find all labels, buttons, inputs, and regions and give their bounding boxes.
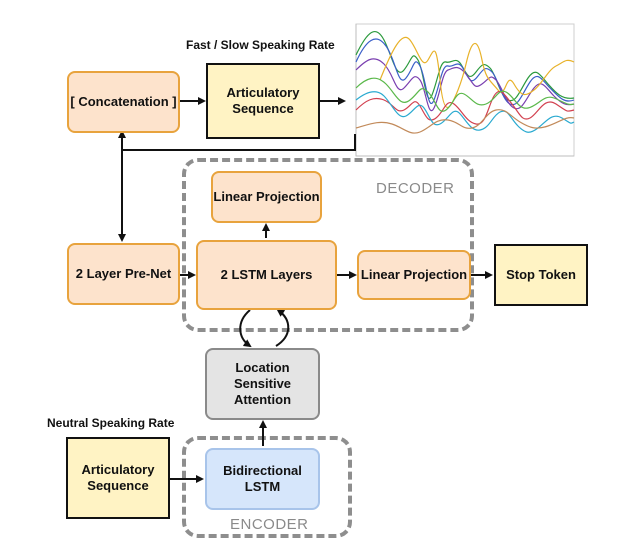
- fast-slow-rate-caption: Fast / Slow Speaking Rate: [186, 38, 335, 52]
- encoder-region: [182, 436, 352, 538]
- stop-token-box: Stop Token: [494, 244, 588, 306]
- articulatory-sequence-top-box: Articulatory Sequence: [206, 63, 320, 139]
- encoder-label: ENCODER: [230, 516, 309, 533]
- articulatory-sequence-bottom-box: Articulatory Sequence: [66, 437, 170, 519]
- linear-projection-top-box: Linear Projection: [211, 171, 322, 223]
- arrow-lstm-to-attention: [239, 309, 252, 348]
- lstm-layers-box: 2 LSTM Layers: [196, 240, 337, 310]
- feedback-line: [122, 134, 356, 151]
- bilstm-box: Bidirectional LSTM: [205, 448, 320, 510]
- linear-projection-right-box: Linear Projection: [357, 250, 471, 300]
- concatenation-box: [ Concatenation ]: [67, 71, 180, 133]
- neutral-rate-caption: Neutral Speaking Rate: [47, 416, 175, 430]
- decoder-region: [182, 158, 474, 332]
- prenet-box: 2 Layer Pre-Net: [67, 243, 180, 305]
- arrow-attention-to-lstm: [275, 308, 290, 347]
- decoder-label: DECODER: [376, 180, 455, 197]
- attention-box: Location Sensitive Attention: [205, 348, 320, 420]
- plot-frame: [355, 23, 575, 157]
